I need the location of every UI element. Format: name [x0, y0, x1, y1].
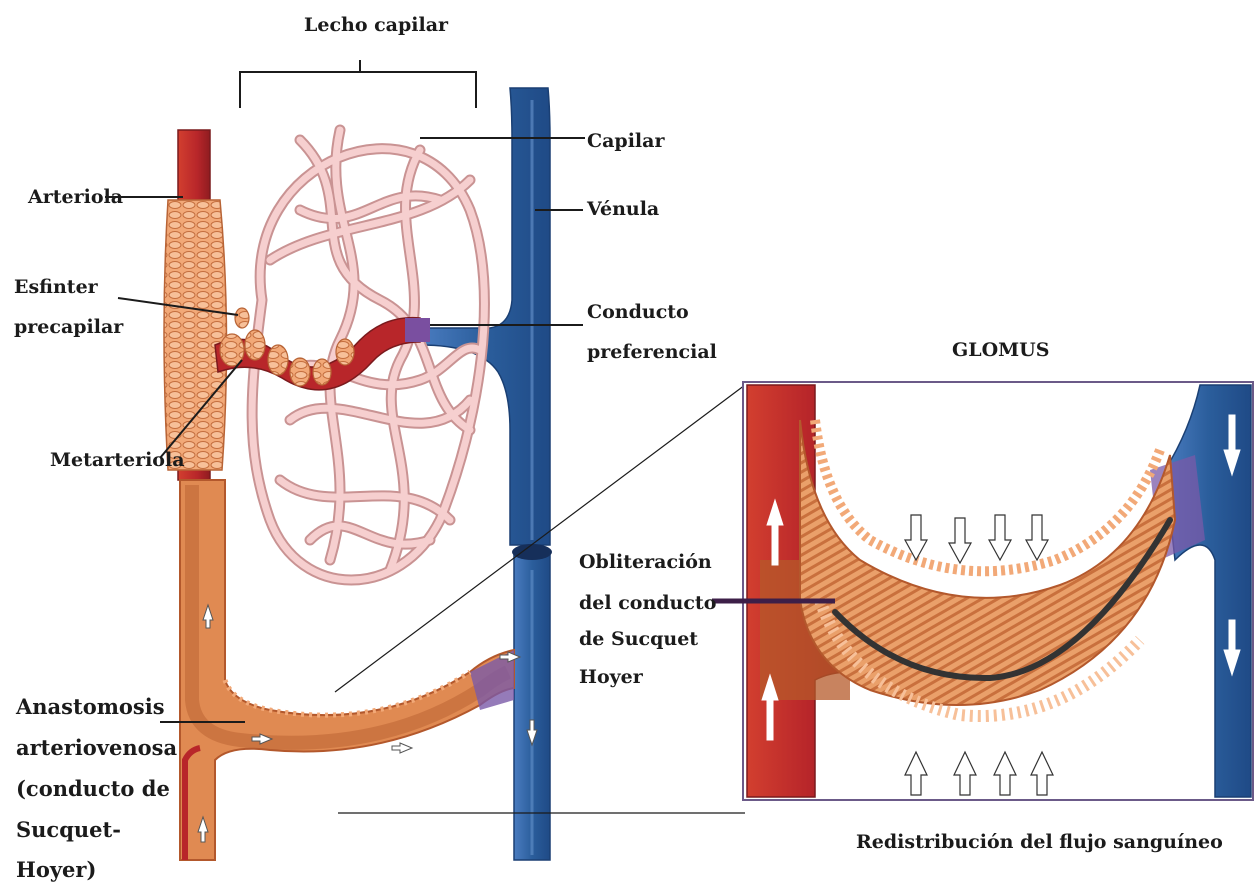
capillary-bed-bracket: [240, 60, 476, 108]
label-redistribucion: Redistribución del flujo sanguíneo: [856, 831, 1223, 855]
label-anastomosis-line4: Sucquet-: [16, 817, 121, 843]
label-anastomosis-line1: Anastomosis: [16, 694, 165, 720]
label-glomus: GLOMUS: [952, 339, 1049, 363]
label-conducto-line2: preferencial: [587, 341, 717, 365]
label-arteriola: Arteriola: [28, 186, 123, 210]
label-esfinter-line2: precapilar: [14, 316, 123, 340]
label-anastomosis-line5: Hoyer): [16, 857, 96, 883]
label-obliteracion-line2: del conducto: [579, 592, 716, 616]
label-obliteracion-line4: Hoyer: [579, 666, 643, 690]
label-obliteracion-line1: Obliteración: [579, 551, 712, 575]
glomus-inset: [743, 382, 1253, 800]
label-conducto-line1: Conducto: [587, 301, 689, 325]
label-venula: Vénula: [587, 198, 659, 222]
label-metarteriola: Metarteriola: [50, 449, 185, 473]
label-lecho-capilar: Lecho capilar: [304, 14, 448, 38]
label-esfinter-line1: Esfinter: [14, 276, 98, 300]
label-anastomosis-line2: arteriovenosa: [16, 735, 177, 761]
arteriovenous-anastomosis: [180, 480, 514, 860]
label-anastomosis-line3: (conducto de: [16, 776, 170, 802]
label-obliteracion-line3: de Sucquet: [579, 628, 698, 652]
label-capilar: Capilar: [587, 130, 664, 154]
